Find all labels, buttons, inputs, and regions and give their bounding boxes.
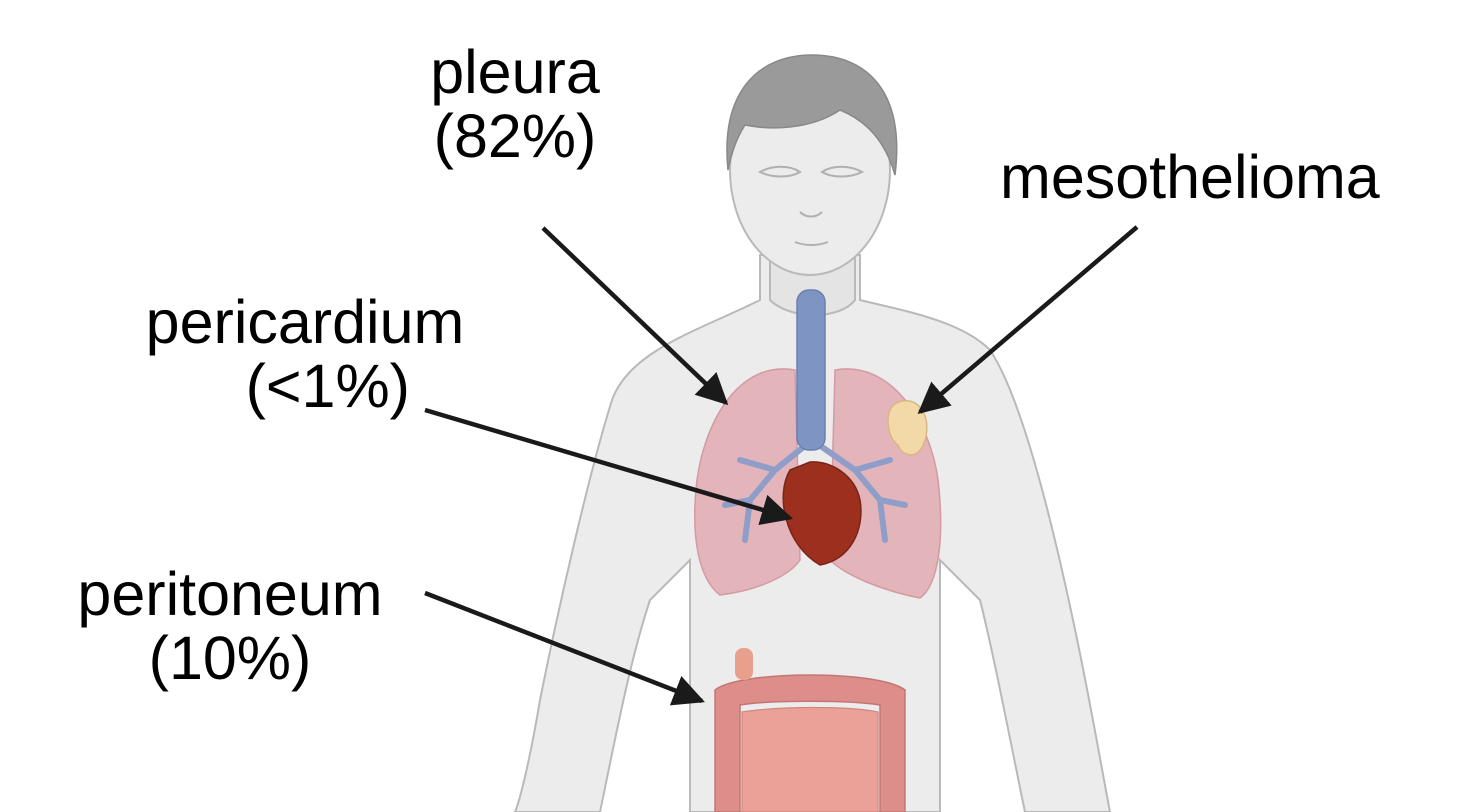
trachea <box>797 290 825 450</box>
pleura-name: pleura <box>395 40 635 104</box>
peritoneum-percent: (10%) <box>40 626 420 690</box>
pleura-percent: (82%) <box>395 104 635 168</box>
pericardium-label: pericardium (<1%) <box>100 290 510 418</box>
pericardium-percent: (<1%) <box>100 354 510 418</box>
mesothelioma-arrow <box>920 227 1137 412</box>
pericardium-name: pericardium <box>100 290 510 354</box>
small-intestine <box>742 708 878 812</box>
mesothelioma-name: mesothelioma <box>1000 145 1474 209</box>
mesothelioma-label: mesothelioma <box>1000 145 1474 209</box>
peritoneum-label: peritoneum (10%) <box>40 562 420 690</box>
pleura-label: pleura (82%) <box>395 40 635 168</box>
appendix-segment <box>735 648 753 680</box>
peritoneum-name: peritoneum <box>40 562 420 626</box>
